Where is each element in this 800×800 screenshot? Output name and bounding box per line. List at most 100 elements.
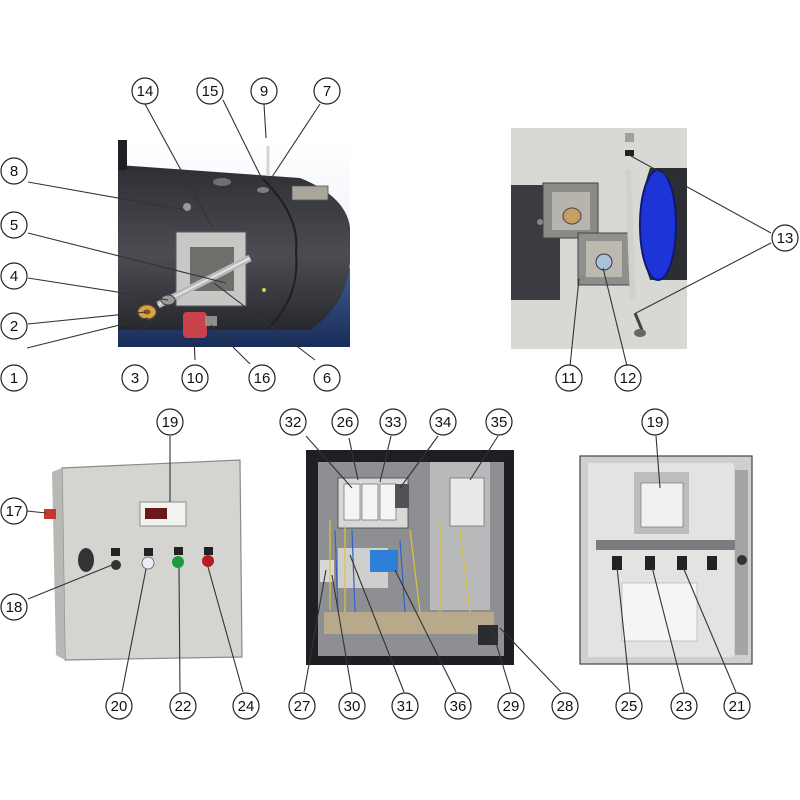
tank-heater-assembly-view <box>118 140 350 347</box>
heating-element-box <box>183 312 207 338</box>
leader-2 <box>27 311 147 325</box>
cabinet-interior-controller-view <box>579 455 753 665</box>
callout-16[interactable]: 16 <box>248 364 276 392</box>
leader-16 <box>210 324 251 365</box>
leader-33 <box>379 435 392 483</box>
callout-14[interactable]: 14 <box>131 77 159 105</box>
callout-30[interactable]: 30 <box>338 692 366 720</box>
callout-4[interactable]: 4 <box>0 262 28 290</box>
svg-text:17: 17 <box>6 503 23 520</box>
svg-text:25: 25 <box>621 698 638 715</box>
leader-3 <box>134 305 167 337</box>
svg-text:32: 32 <box>285 414 302 431</box>
callout-21[interactable]: 21 <box>723 692 751 720</box>
callout-32[interactable]: 32 <box>279 408 307 436</box>
svg-text:36: 36 <box>450 698 467 715</box>
leader-26 <box>348 437 359 481</box>
svg-text:14: 14 <box>137 83 154 100</box>
callout-12[interactable]: 12 <box>614 364 642 392</box>
leader-22 <box>178 567 181 693</box>
callout-28[interactable]: 28 <box>551 692 579 720</box>
flange-opening-blue <box>639 169 677 281</box>
svg-text:20: 20 <box>111 698 128 715</box>
leader-19b <box>655 435 661 489</box>
thermostat-display <box>145 508 167 519</box>
leader-35 <box>469 435 499 481</box>
callout-1[interactable]: 1 <box>0 364 28 392</box>
leader-30 <box>331 574 353 693</box>
callout-36[interactable]: 36 <box>444 692 472 720</box>
door-lock <box>78 548 94 572</box>
svg-text:8: 8 <box>10 163 18 180</box>
door-cutout <box>621 582 698 642</box>
callout-33[interactable]: 33 <box>379 408 407 436</box>
svg-text:19: 19 <box>647 414 664 431</box>
selector-knob <box>111 560 121 570</box>
svg-text:3: 3 <box>131 370 139 387</box>
callout-19-interior[interactable]: 19 <box>641 408 669 436</box>
callout-29[interactable]: 29 <box>497 692 525 720</box>
svg-text:35: 35 <box>491 414 508 431</box>
leader-23 <box>651 566 685 693</box>
white-indicator-lamp <box>141 556 155 570</box>
leader-5 <box>27 232 227 284</box>
callout-18[interactable]: 18 <box>0 593 28 621</box>
leader-9 <box>263 103 267 139</box>
callout-9[interactable]: 9 <box>250 77 278 105</box>
callout-24[interactable]: 24 <box>232 692 260 720</box>
callout-2[interactable]: 2 <box>0 312 28 340</box>
svg-text:24: 24 <box>238 698 255 715</box>
callout-19-front[interactable]: 19 <box>156 408 184 436</box>
callout-26[interactable]: 26 <box>331 408 359 436</box>
vertical-rod <box>625 169 636 301</box>
main-switch-handle <box>44 509 56 519</box>
controller-unit <box>640 482 684 528</box>
controller-module <box>449 477 485 527</box>
leader-14 <box>144 103 213 228</box>
callout-5[interactable]: 5 <box>0 211 28 239</box>
callout-25[interactable]: 25 <box>615 692 643 720</box>
callout-3[interactable]: 3 <box>121 364 149 392</box>
callout-7[interactable]: 7 <box>313 77 341 105</box>
tank-nameplate <box>291 185 329 201</box>
callout-20[interactable]: 20 <box>105 692 133 720</box>
callout-23[interactable]: 23 <box>670 692 698 720</box>
callout-15[interactable]: 15 <box>196 77 224 105</box>
svg-text:34: 34 <box>435 414 452 431</box>
svg-text:33: 33 <box>385 414 402 431</box>
svg-text:16: 16 <box>254 370 271 387</box>
callout-22[interactable]: 22 <box>169 692 197 720</box>
tank-bolt <box>183 203 191 211</box>
callout-8[interactable]: 8 <box>0 157 28 185</box>
cabinet-interior-wiring-view <box>306 450 514 665</box>
leader-36 <box>394 569 457 693</box>
svg-text:1: 1 <box>10 370 18 387</box>
green-indicator-lamp <box>172 556 184 568</box>
leader-7 <box>269 103 321 181</box>
leader-20 <box>121 568 147 693</box>
callout-6[interactable]: 6 <box>313 364 341 392</box>
svg-text:28: 28 <box>557 698 574 715</box>
svg-text:10: 10 <box>187 370 204 387</box>
element-connector <box>205 316 217 326</box>
leader-21 <box>682 566 737 693</box>
svg-text:9: 9 <box>260 83 268 100</box>
callout-10[interactable]: 10 <box>181 364 209 392</box>
callout-17[interactable]: 17 <box>0 497 28 525</box>
leader-31 <box>349 554 405 693</box>
callout-34[interactable]: 34 <box>429 408 457 436</box>
callout-31[interactable]: 31 <box>391 692 419 720</box>
callout-35[interactable]: 35 <box>485 408 513 436</box>
leader-12 <box>602 267 628 367</box>
leader-4 <box>27 277 169 301</box>
tank-seam <box>261 177 298 329</box>
callout-11[interactable]: 11 <box>555 364 583 392</box>
svg-text:12: 12 <box>620 370 637 387</box>
leader-lines <box>26 99 772 693</box>
callout-27[interactable]: 27 <box>288 692 316 720</box>
svg-text:27: 27 <box>294 698 311 715</box>
leader-25 <box>616 566 631 693</box>
callout-13[interactable]: 13 <box>771 224 799 252</box>
svg-text:5: 5 <box>10 217 18 234</box>
